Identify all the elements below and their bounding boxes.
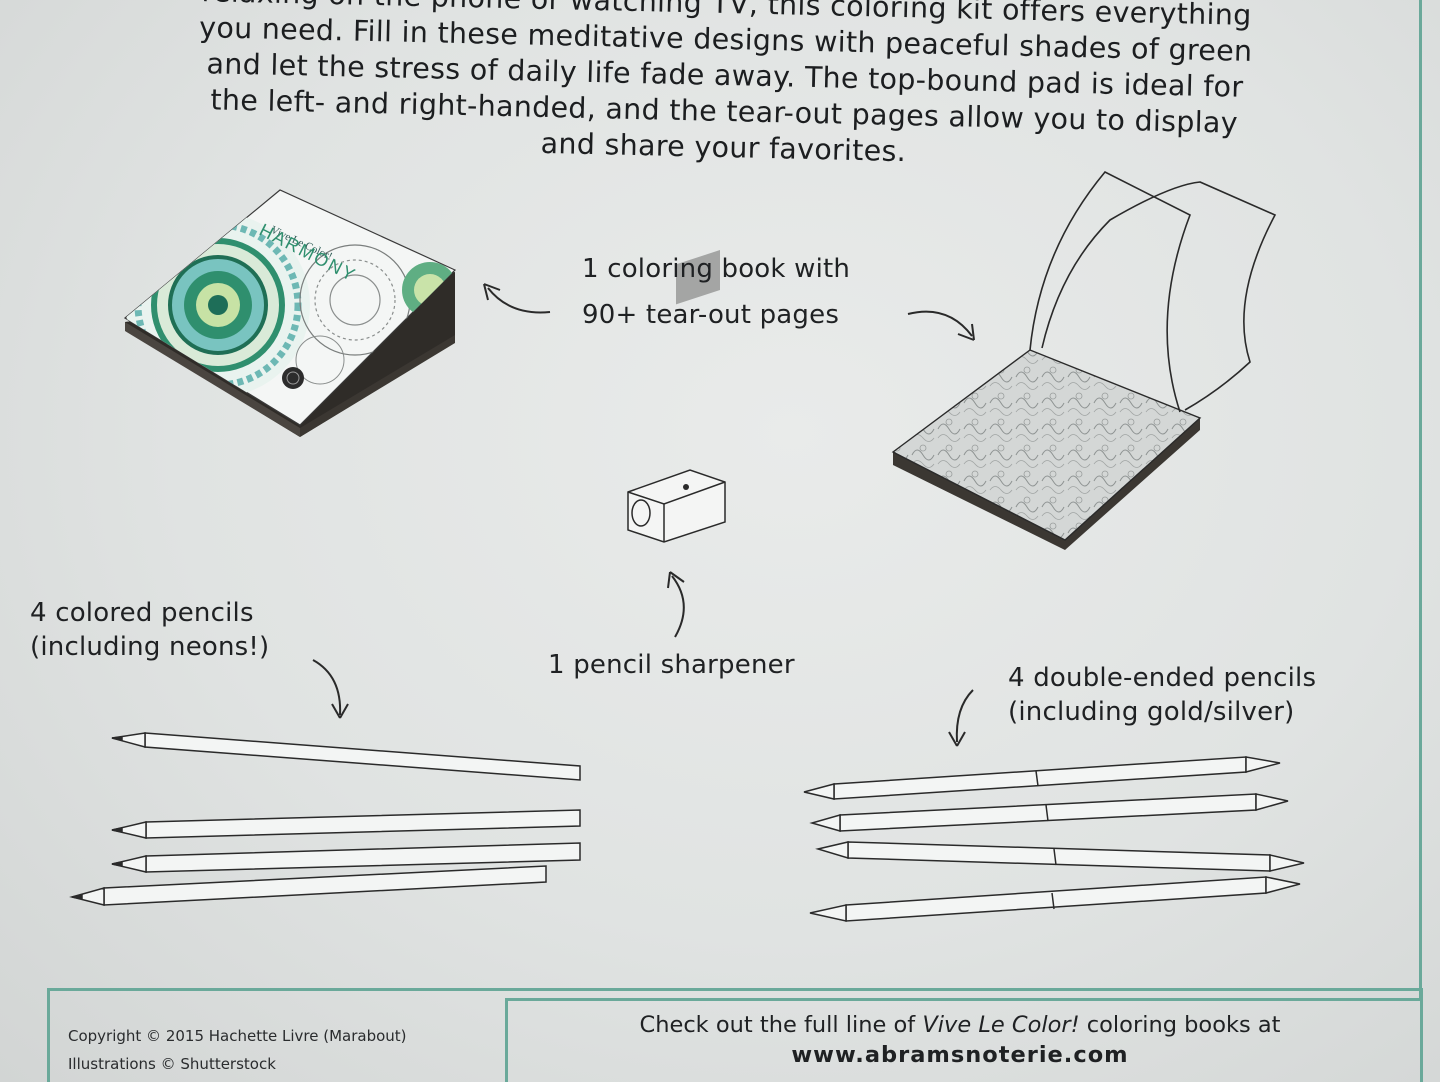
- checkout-prefix: Check out the full line of: [639, 1012, 923, 1038]
- pencil: [69, 865, 547, 906]
- coloring-book-label-line1: 1 coloring book with: [582, 254, 851, 284]
- sharpener-illustration: [627, 250, 726, 543]
- checkout-suffix: coloring books at: [1079, 1012, 1281, 1038]
- colored-pencils-label-line1: 4 colored pencils: [30, 598, 254, 628]
- colored-pencils-label-line2: (including neons!): [30, 632, 270, 662]
- double-ended-pencils-label-line2: (including gold/silver): [1008, 697, 1295, 727]
- panel-right-border: [1419, 0, 1422, 1000]
- website-url[interactable]: www.abramsnoterie.com: [791, 1042, 1129, 1068]
- footer-divider: [505, 998, 508, 1082]
- pencil: [111, 842, 581, 873]
- double-ended-pencils-illustration: [803, 756, 1305, 922]
- arrow-to-book: [487, 287, 551, 314]
- double-ended-pencil: [809, 793, 1289, 832]
- coloring-book-label-line2: 90+ tear-out pages: [582, 300, 840, 330]
- coloring-book-illustration: Vive Le Color! HARMONY: [123, 189, 457, 437]
- double-ended-pencil: [803, 756, 1281, 800]
- copyright-block: Copyright © 2015 Hachette Livre (Marabou…: [68, 1022, 407, 1078]
- pencil: [111, 732, 581, 781]
- arrow-to-colored-pencils: [312, 659, 342, 716]
- double-ended-pencil: [815, 841, 1305, 872]
- colored-pencils-illustration: [69, 732, 581, 906]
- checkout-line: Check out the full line of Vive Le Color…: [540, 1010, 1380, 1040]
- sharpener-label: 1 pencil sharpener: [548, 650, 795, 680]
- footer-box: [47, 988, 1423, 1082]
- pencil: [111, 809, 581, 839]
- arrow-to-sharpener: [671, 575, 685, 638]
- tearout-pad-illustration: [891, 170, 1277, 550]
- illustrations-credit: Illustrations © Shutterstock: [68, 1055, 276, 1073]
- copyright-text: Copyright © 2015 Hachette Livre (Marabou…: [68, 1027, 407, 1045]
- double-ended-pencil: [809, 876, 1301, 922]
- arrow-to-pad: [907, 310, 973, 337]
- checkout-brand: Vive Le Color!: [922, 1012, 1080, 1038]
- checkout-block: Check out the full line of Vive Le Color…: [540, 1010, 1380, 1070]
- footer-top-rule: [505, 998, 1423, 1001]
- arrow-to-double-ended-pencils: [955, 689, 974, 743]
- double-ended-pencils-label-line1: 4 double-ended pencils: [1008, 663, 1317, 693]
